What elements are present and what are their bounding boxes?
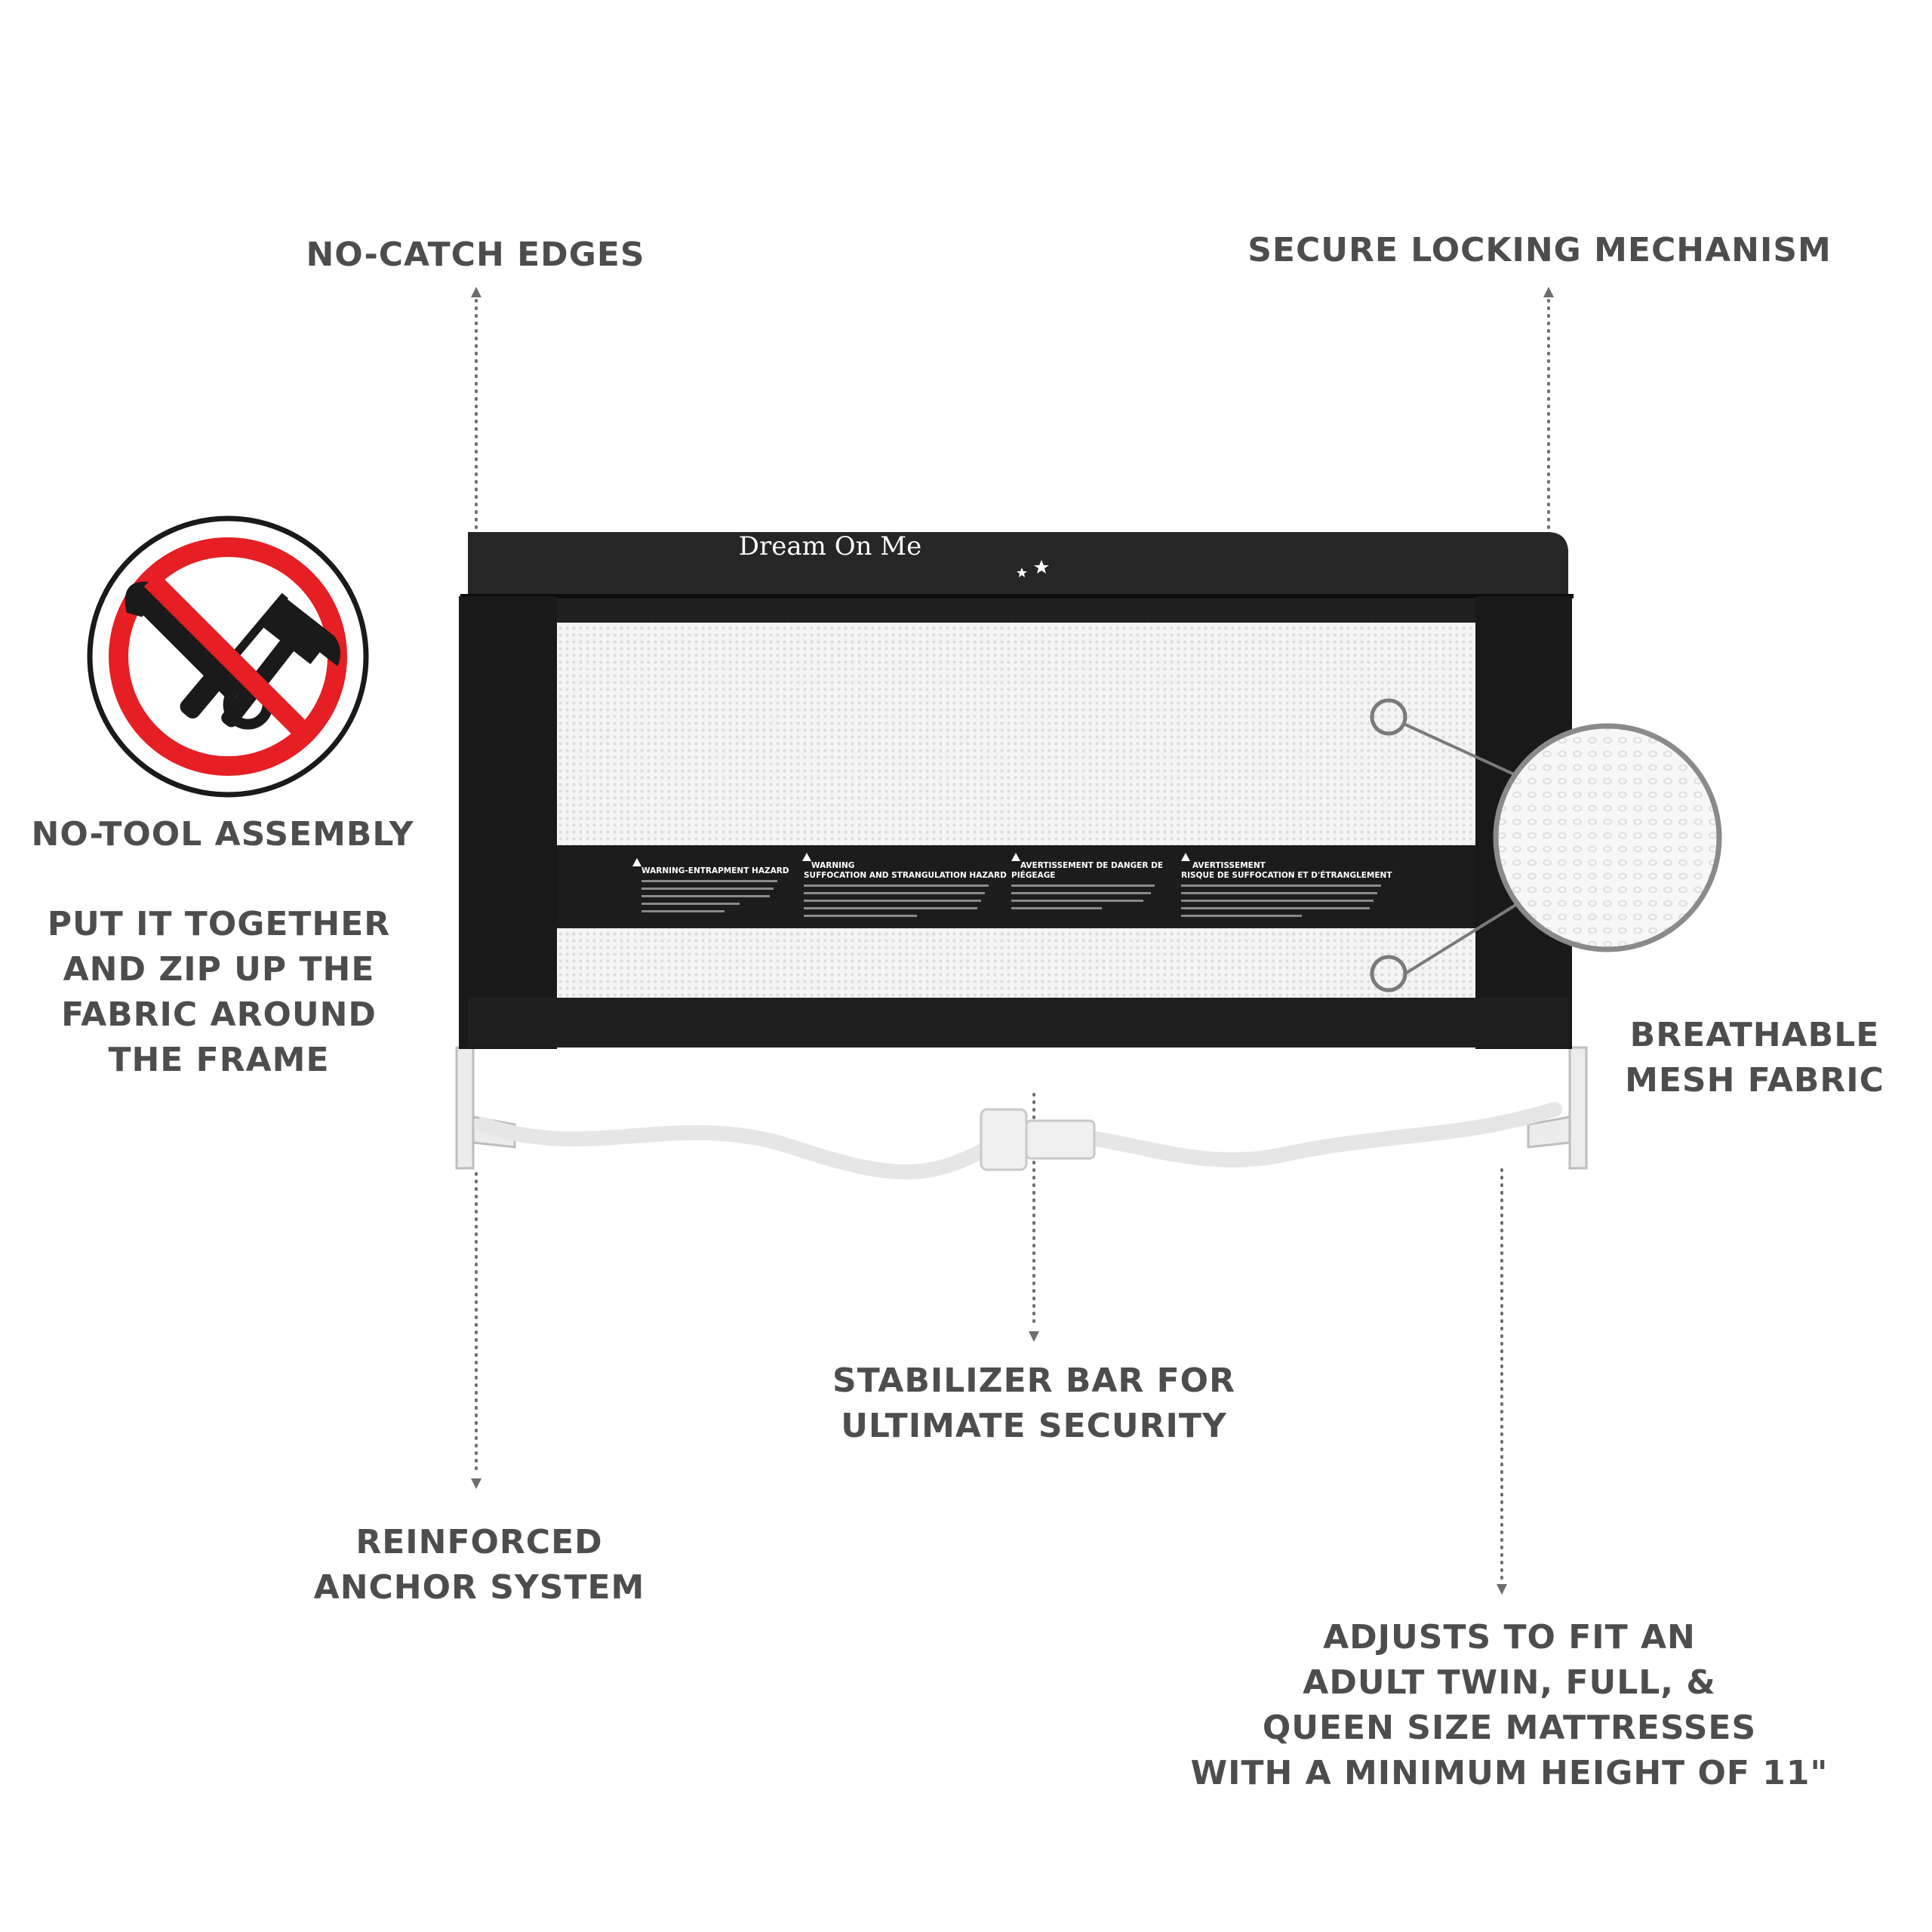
adjusts-fit-label: ADJUSTS TO FIT AN ADULT TWIN, FULL, & QU… xyxy=(1147,1615,1872,1796)
frame-legs xyxy=(455,1046,1588,1170)
adjusts-fit-line-3: QUEEN SIZE MATTRESSES xyxy=(1262,1709,1757,1747)
reinforced-anchor-arrow xyxy=(471,1478,481,1489)
put-together-label: PUT IT TOGETHER AND ZIP UP THE FABRIC AR… xyxy=(15,902,423,1083)
warning-triangle-icons xyxy=(632,853,1190,866)
warning-fine-print-2 xyxy=(804,884,989,917)
brand-stars-icon xyxy=(1017,560,1049,577)
warning-title-4-line-1: AVERTISSEMENT xyxy=(1192,861,1266,870)
no-catch-edges-label: NO-CATCH EDGES xyxy=(302,232,649,278)
warning-title-2-line-1: WARNING xyxy=(811,861,854,870)
adjusts-fit-line-4: WITH A MINIMUM HEIGHT OF 11" xyxy=(1190,1754,1829,1792)
stabilizer-bar-line-1: STABILIZER BAR FOR xyxy=(832,1361,1235,1400)
secure-locking-label: SECURE LOCKING MECHANISM xyxy=(1223,228,1857,273)
warning-block-2: WARNING SUFFOCATION AND STRANGULATION HA… xyxy=(804,861,1007,917)
reinforced-anchor-label: REINFORCED ANCHOR SYSTEM xyxy=(291,1520,668,1611)
warning-fine-print-1 xyxy=(641,880,777,912)
no-catch-edges-arrow xyxy=(471,287,481,297)
put-together-line-3: FABRIC AROUND xyxy=(61,995,377,1034)
warning-block-1: WARNING-ENTRAPMENT HAZARD xyxy=(641,866,789,912)
put-together-line-2: AND ZIP UP THE xyxy=(63,950,375,989)
mesh-fabric-zoom-icon xyxy=(1370,698,1722,992)
lower-mesh-panel xyxy=(557,928,1475,998)
no-tools-prohibition-icon xyxy=(87,515,369,798)
secure-locking-arrow xyxy=(1543,287,1554,297)
secure-locking-text: SECURE LOCKING MECHANISM xyxy=(1247,231,1832,269)
warning-title-3-line-2: PIÉGEAGE xyxy=(1011,870,1055,880)
breathable-mesh-line-2: MESH FABRIC xyxy=(1625,1061,1884,1100)
adjusts-fit-line-1: ADJUSTS TO FIT AN xyxy=(1323,1618,1696,1657)
stabilizer-bar-label: STABILIZER BAR FOR ULTIMATE SECURITY xyxy=(785,1358,1283,1449)
put-together-line-1: PUT IT TOGETHER xyxy=(47,905,391,943)
reinforced-anchor-line-1: REINFORCED xyxy=(355,1523,603,1561)
brand-logo: Dream On Me xyxy=(739,531,921,561)
breathable-mesh-line-1: BREATHABLE xyxy=(1629,1016,1880,1054)
warning-labels: WARNING-ENTRAPMENT HAZARD WARNING SUFFOC… xyxy=(632,853,1392,917)
no-tool-assembly-label: NO-TOOL ASSEMBLY xyxy=(19,812,426,857)
stabilizer-bar-line-2: ULTIMATE SECURITY xyxy=(841,1407,1227,1445)
no-catch-edges-text: NO-CATCH EDGES xyxy=(306,235,645,274)
adjusts-fit-arrow xyxy=(1497,1584,1507,1595)
upper-mesh-panel xyxy=(557,623,1475,845)
warning-block-4: AVERTISSEMENT RISQUE DE SUFFOCATION ET D… xyxy=(1181,861,1392,917)
warning-fine-print-3 xyxy=(1011,884,1155,909)
warning-title-2-line-2: SUFFOCATION AND STRANGULATION HAZARD xyxy=(804,871,1007,880)
breathable-mesh-label: BREATHABLE MESH FABRIC xyxy=(1596,1013,1913,1103)
strap-buckle xyxy=(980,1108,1096,1171)
put-together-line-4: THE FRAME xyxy=(108,1041,330,1079)
bed-rail xyxy=(459,532,1574,1049)
stabilizer-bar-arrow xyxy=(1029,1331,1039,1342)
no-tool-assembly-text: NO-TOOL ASSEMBLY xyxy=(31,815,414,854)
warning-title-4-line-2: RISQUE DE SUFFOCATION ET D'ÉTRANGLEMENT xyxy=(1181,870,1392,880)
adjusts-fit-line-2: ADULT TWIN, FULL, & xyxy=(1303,1663,1716,1702)
warning-block-3: AVERTISSEMENT DE DANGER DE PIÉGEAGE xyxy=(1011,861,1163,909)
reinforced-anchor-line-2: ANCHOR SYSTEM xyxy=(313,1568,645,1607)
warning-title-3-line-1: AVERTISSEMENT DE DANGER DE xyxy=(1020,861,1163,870)
warning-title-1-line-1: WARNING-ENTRAPMENT HAZARD xyxy=(641,866,789,875)
warning-fine-print-4 xyxy=(1181,884,1381,917)
